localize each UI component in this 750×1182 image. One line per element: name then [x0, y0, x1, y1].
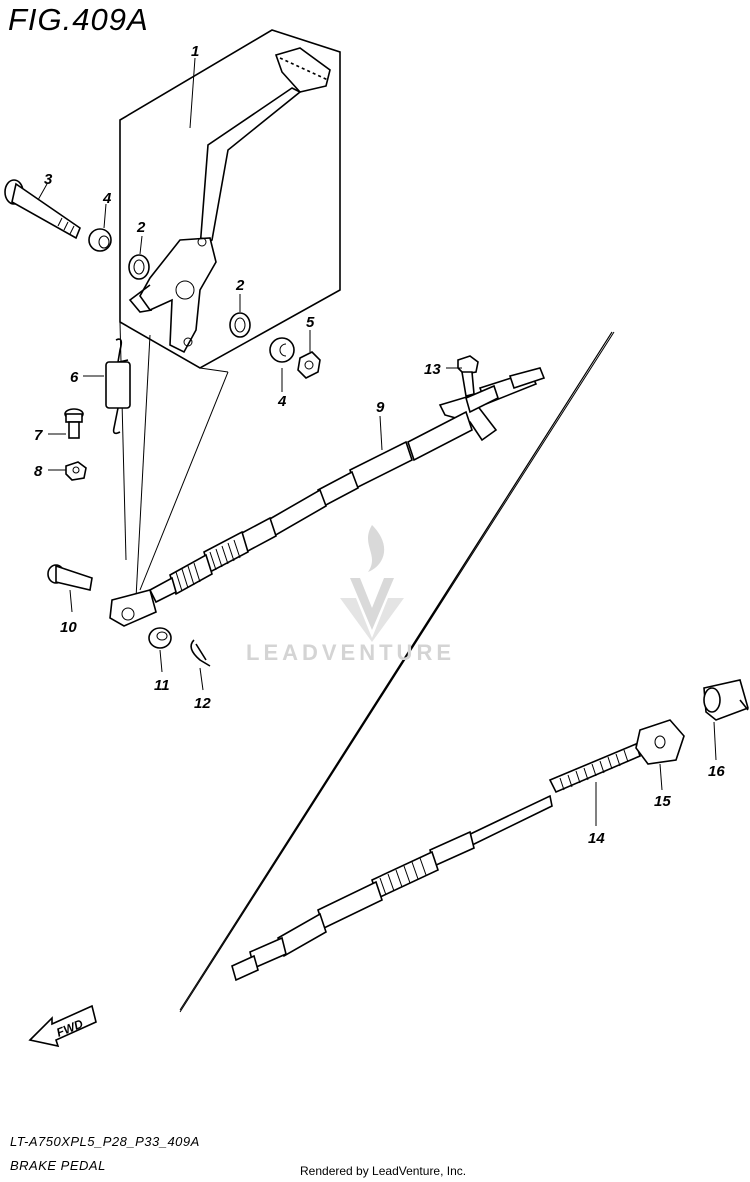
callout-8: 8 — [34, 463, 43, 480]
fwd-arrow-icon: FWD — [28, 1004, 97, 1048]
brake-cable-front[interactable] — [148, 367, 546, 604]
callout-6: 6 — [70, 369, 79, 386]
fwd-label: FWD — [54, 1016, 85, 1039]
callout-15: 15 — [654, 793, 671, 810]
rendered-by: Rendered by LeadVenture, Inc. — [300, 1164, 467, 1178]
callout-9: 9 — [376, 399, 385, 416]
diagram-name: BRAKE PEDAL — [10, 1158, 106, 1173]
callout-12: 12 — [194, 695, 211, 712]
washer-2-upper[interactable] — [128, 254, 150, 280]
callout-labels: 1 2 2 3 4 4 5 6 7 8 9 10 11 12 13 14 15 … — [34, 43, 725, 847]
callout-4a: 4 — [102, 190, 112, 207]
callout-14: 14 — [588, 830, 605, 847]
nut-5[interactable] — [297, 351, 321, 379]
callout-2b: 2 — [235, 277, 245, 294]
clevis-pin[interactable] — [47, 564, 93, 591]
callout-13: 13 — [424, 361, 441, 378]
bolt-13[interactable] — [457, 355, 479, 397]
callout-11: 11 — [154, 677, 170, 694]
callout-4b: 4 — [277, 393, 287, 410]
nut-8[interactable] — [65, 461, 87, 481]
watermark-text: LEADVENTURE — [246, 640, 456, 665]
brake-pedal[interactable] — [128, 47, 331, 354]
pivot-bolt[interactable] — [4, 179, 81, 240]
callout-2a: 2 — [136, 219, 146, 236]
bolt-7[interactable] — [64, 408, 84, 439]
callout-16: 16 — [708, 763, 725, 780]
callout-10: 10 — [60, 619, 77, 636]
callout-5: 5 — [306, 314, 315, 331]
return-spring[interactable] — [105, 338, 131, 435]
cable-end-fitting[interactable] — [703, 679, 749, 721]
brake-cable-rear[interactable] — [231, 742, 641, 982]
callout-7: 7 — [34, 427, 43, 444]
washer-11[interactable] — [148, 627, 172, 649]
leadventure-logo-watermark — [340, 525, 404, 642]
cable-assembly-outline — [179, 331, 615, 1013]
cotter-pin[interactable] — [190, 639, 211, 667]
bushing-4-upper[interactable] — [88, 228, 112, 252]
bushing-4-lower[interactable] — [269, 337, 295, 363]
adjuster-sleeve[interactable] — [635, 719, 685, 765]
figure-title: FIG.409A — [8, 2, 149, 37]
callout-3: 3 — [44, 171, 53, 188]
model-code: LT-A750XPL5_P28_P33_409A — [10, 1134, 200, 1149]
leader-lines — [37, 57, 717, 826]
callout-1: 1 — [191, 43, 199, 60]
clevis[interactable] — [109, 589, 157, 627]
washer-2-lower[interactable] — [229, 312, 251, 338]
